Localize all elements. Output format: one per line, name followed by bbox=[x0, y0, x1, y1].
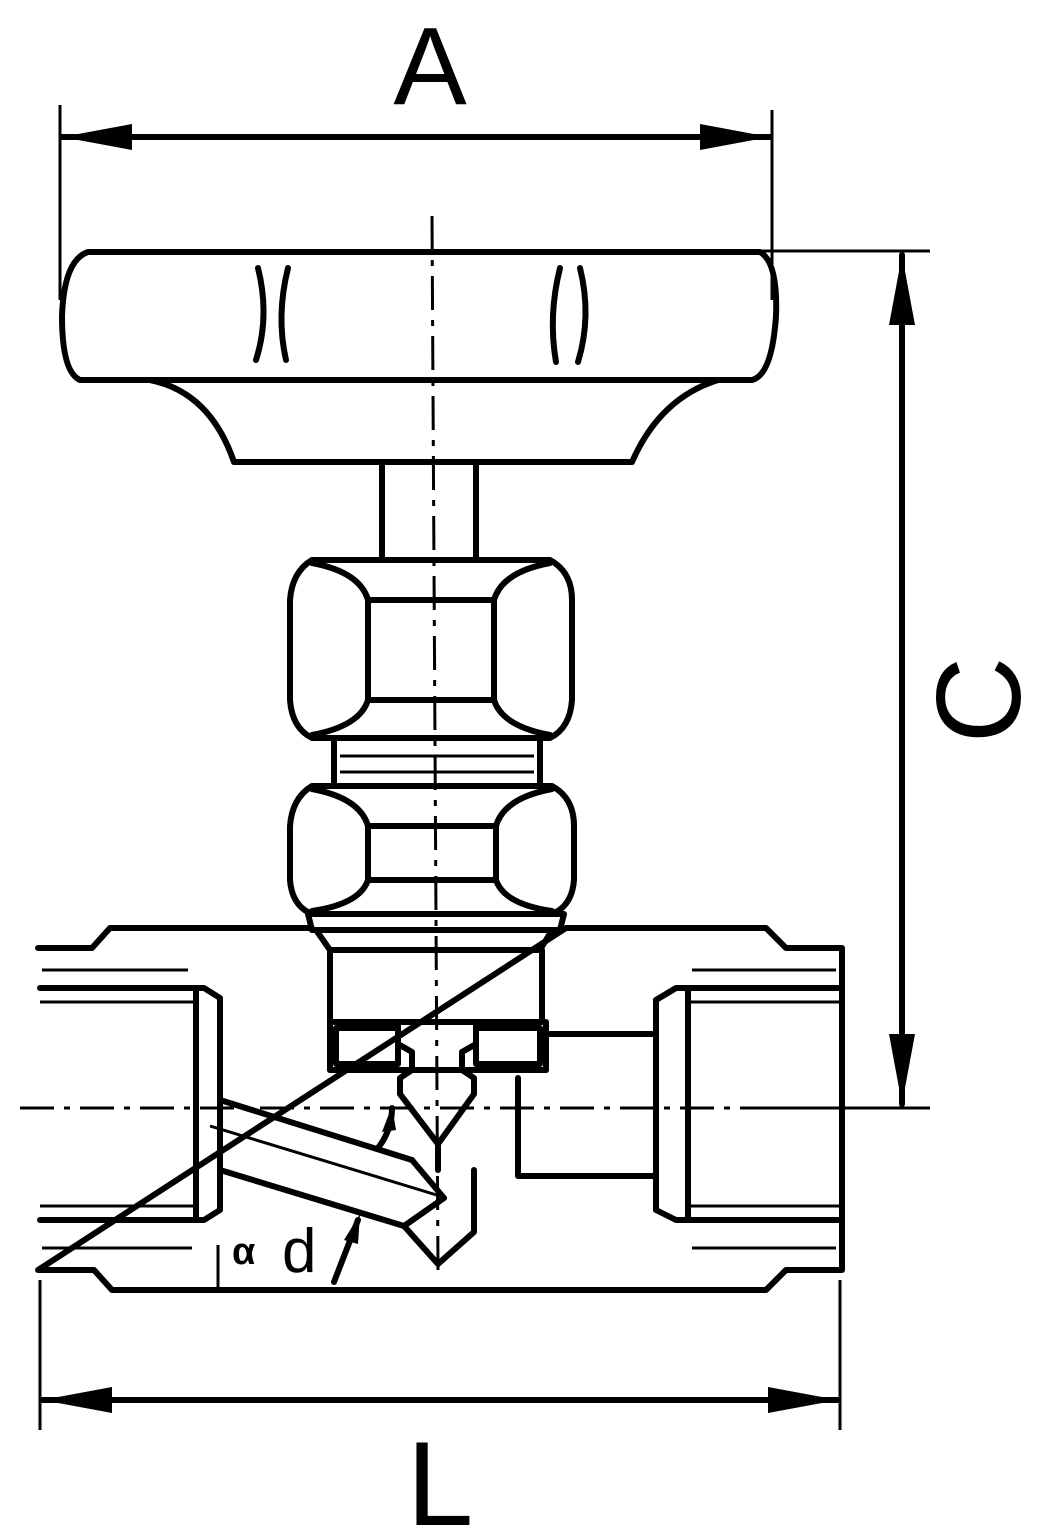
dimension-c: C bbox=[660, 249, 1038, 1110]
dimension-l-label: L bbox=[407, 1417, 474, 1539]
bore-arrow bbox=[344, 1214, 360, 1244]
dimension-l-arrow-right bbox=[768, 1387, 838, 1413]
upper-hex-nut bbox=[287, 557, 575, 741]
angle-and-bore-annotation: α d bbox=[232, 1105, 396, 1286]
handwheel-grip-mark bbox=[278, 265, 291, 363]
angle-alpha-label: α bbox=[232, 1231, 255, 1273]
handwheel bbox=[59, 249, 780, 465]
centerlines bbox=[20, 215, 850, 1288]
valve-stem bbox=[379, 459, 479, 563]
handwheel-grip-mark bbox=[549, 265, 563, 365]
dimension-c-arrow-top bbox=[889, 255, 915, 325]
dimension-a-label: A bbox=[393, 5, 467, 128]
bore-d-label: d bbox=[282, 1217, 316, 1286]
dimension-a-arrow-right bbox=[700, 124, 770, 150]
handwheel-grip-mark bbox=[253, 265, 267, 363]
angle-arrow bbox=[382, 1106, 396, 1132]
dimension-a-arrow-left bbox=[62, 124, 132, 150]
lower-hex-nut bbox=[287, 783, 577, 917]
handwheel-grip-mark bbox=[575, 265, 589, 365]
lock-ring bbox=[331, 735, 543, 789]
valve-body bbox=[35, 925, 845, 1293]
dimension-a: A bbox=[58, 5, 774, 300]
dimension-c-arrow-bottom bbox=[889, 1034, 915, 1104]
right-port bbox=[653, 985, 843, 1223]
needle-tip bbox=[395, 1019, 479, 1147]
left-port bbox=[37, 985, 223, 1223]
dimension-c-label: C bbox=[912, 657, 1038, 744]
dimension-l: L bbox=[38, 1280, 842, 1539]
dimension-l-arrow-left bbox=[42, 1387, 112, 1413]
